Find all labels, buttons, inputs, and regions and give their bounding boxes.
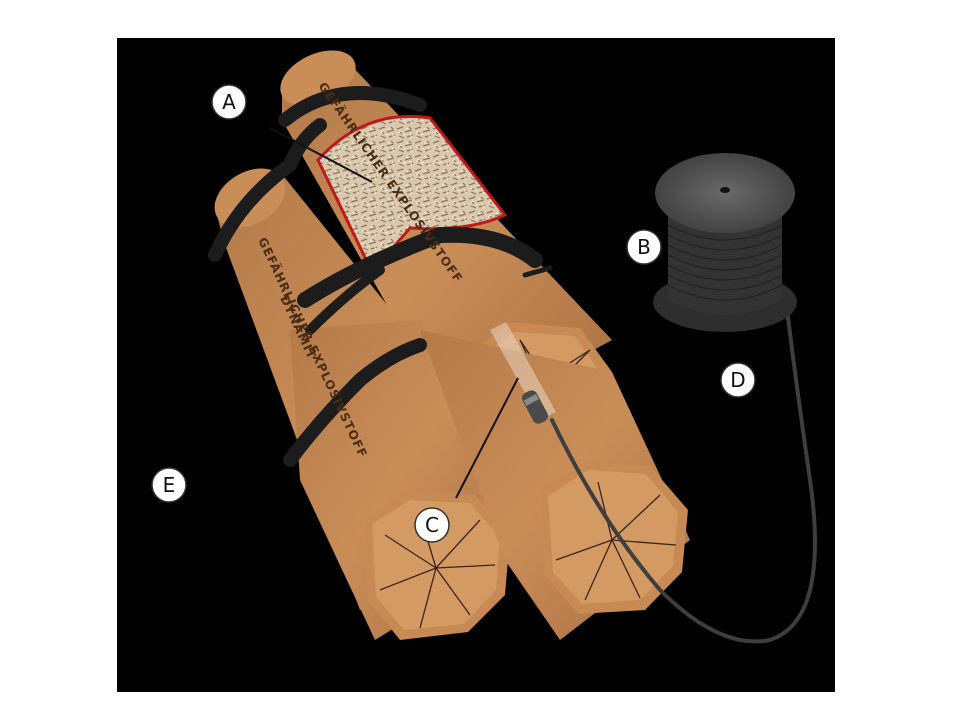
binding-bands bbox=[208, 86, 553, 467]
bottom-right-dynamite-stick bbox=[420, 330, 690, 640]
wire-spool-icon bbox=[653, 153, 797, 332]
svg-text:E: E bbox=[163, 473, 176, 497]
label-e: E bbox=[151, 467, 187, 503]
label-c: C bbox=[414, 507, 450, 543]
svg-text:C: C bbox=[425, 513, 439, 537]
detonator-wire bbox=[550, 288, 817, 644]
svg-text:A: A bbox=[222, 90, 236, 114]
blasting-cap-icon bbox=[490, 322, 556, 424]
label-b: B bbox=[626, 229, 662, 265]
leader-lines bbox=[269, 127, 519, 499]
svg-text:B: B bbox=[637, 235, 651, 259]
label-d: D bbox=[720, 362, 756, 398]
sawdust-filling-icon bbox=[316, 114, 508, 275]
svg-text:D: D bbox=[730, 368, 745, 392]
label-a: A bbox=[211, 84, 247, 120]
